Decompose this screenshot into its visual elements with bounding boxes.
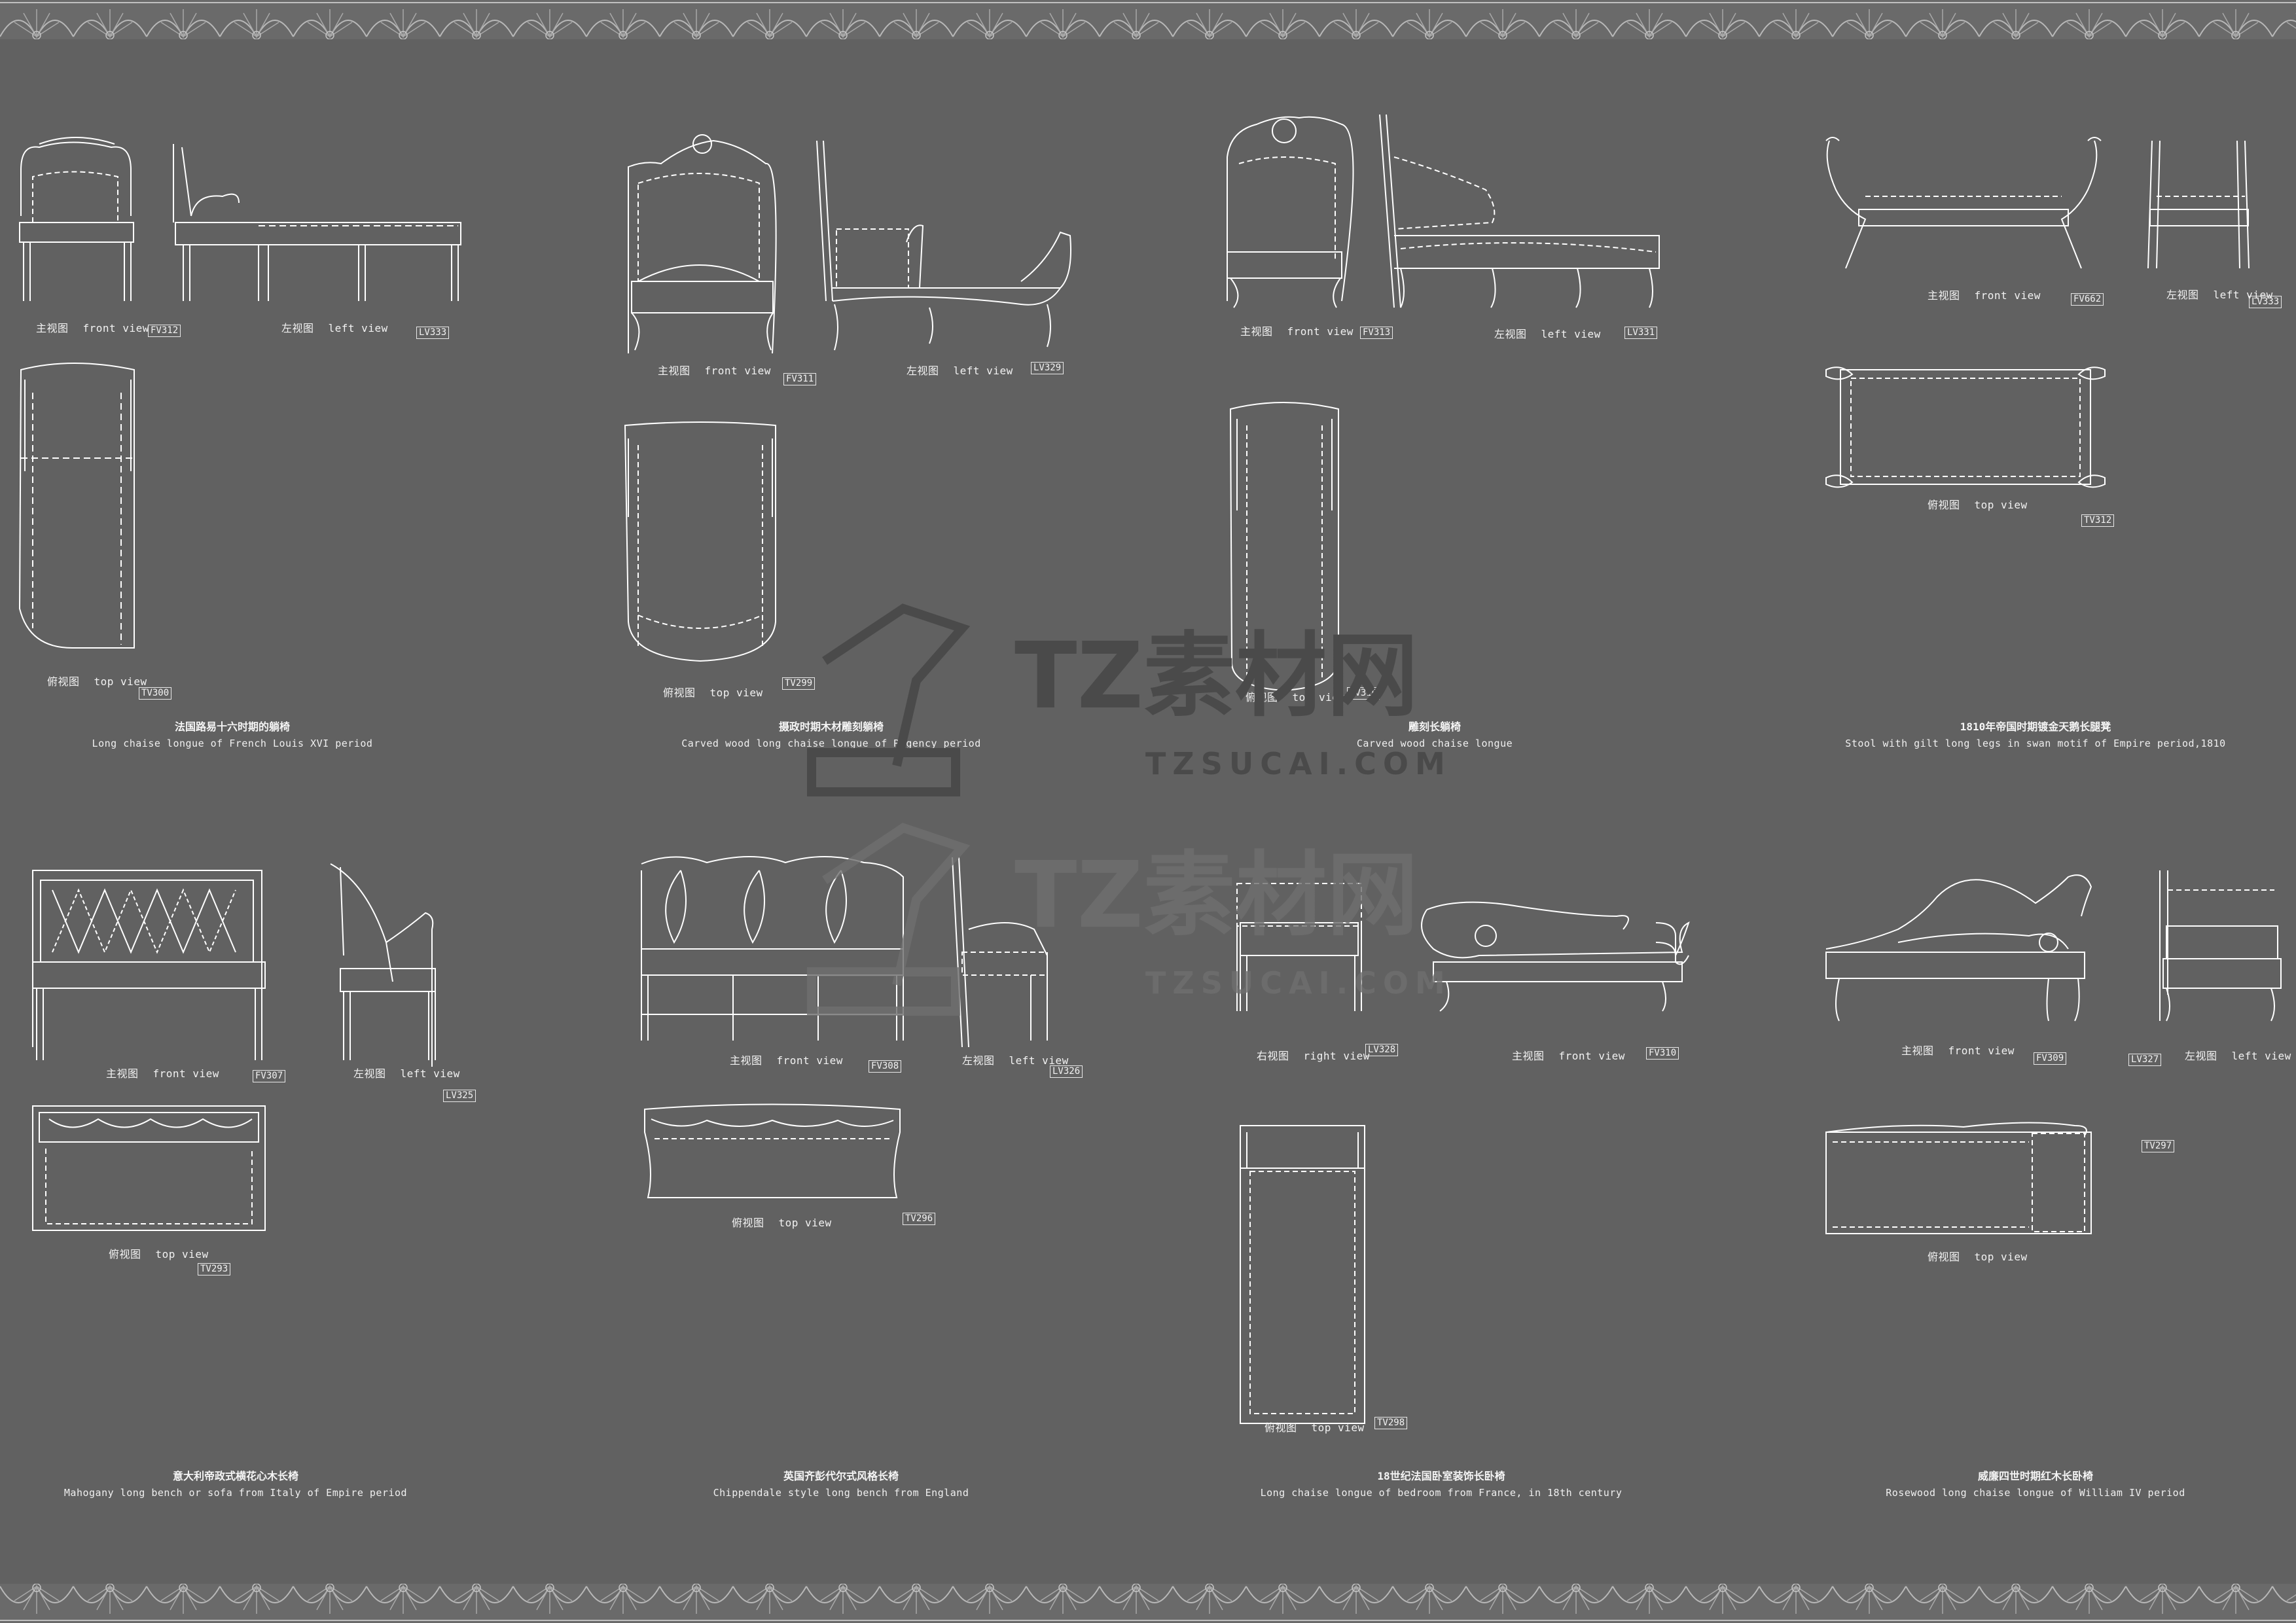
louis-xvi-top-view-drawing [18, 363, 135, 649]
regency-top-view-drawing [624, 421, 776, 662]
drawing-code: FV310 [1646, 1047, 1679, 1060]
carved-chaise-top-view-drawing [1229, 402, 1339, 692]
watermark-logo-icon [807, 823, 971, 1016]
chippendale-top-view-drawing [644, 1103, 901, 1198]
drawing-code: TV299 [782, 677, 816, 690]
watermark-upper: TZ素材网 TZSUCAI.COM [805, 582, 1445, 808]
drawing-code: FV313 [1360, 327, 1393, 339]
regency-front-view-drawing [628, 134, 777, 354]
drawing-code: LV325 [443, 1090, 476, 1102]
drawing-code: LV327 [2128, 1054, 2162, 1066]
swan-stool-top-view-drawing [1825, 366, 2106, 488]
bottom-ornament-border [0, 1584, 2296, 1623]
top-ornament-border [0, 0, 2296, 39]
italian-bench-left-view-drawing [330, 863, 436, 1067]
drawing-code: TV300 [139, 687, 172, 700]
drawing-code: LV328 [1365, 1044, 1399, 1056]
drawing-code: FV312 [148, 325, 181, 337]
french-chaise-right-view-drawing [1236, 883, 1362, 1011]
drawing-code: TV298 [1374, 1417, 1408, 1429]
regency-left-view-drawing [816, 140, 1071, 351]
william-iv-left-view-drawing [2159, 870, 2282, 1022]
louis-xvi-left-view-drawing [173, 144, 461, 301]
watermark-lower: TZ素材网 TZSUCAI.COM [805, 802, 1445, 1027]
italian-bench-top-view-drawing [32, 1105, 266, 1231]
drawing-code: LV331 [1624, 327, 1658, 339]
drawing-code: LV326 [1050, 1065, 1083, 1078]
swan-stool-front-view-drawing [1825, 137, 2102, 269]
drawing-code: FV311 [783, 373, 817, 385]
watermark-logo-icon [807, 603, 971, 796]
drawing-code: TV310 [1347, 687, 1380, 700]
drawing-code: FV308 [869, 1060, 902, 1073]
french-chaise-top-view-drawing [1240, 1125, 1365, 1424]
drawing-code: LV329 [1031, 362, 1064, 374]
drawing-code: FV662 [2071, 293, 2104, 306]
drawing-code: TV297 [2142, 1140, 2175, 1152]
drawing-code: FV307 [253, 1070, 286, 1082]
carved-chaise-left-view-drawing [1379, 114, 1660, 308]
drawing-code: TV293 [198, 1263, 231, 1275]
drawing-code: LV333 [2249, 296, 2282, 308]
drawing-code: FV309 [2034, 1052, 2067, 1065]
french-chaise-front-view-drawing [1421, 901, 1690, 1012]
william-iv-front-view-drawing [1825, 874, 2092, 1022]
william-iv-top-view-drawing [1825, 1122, 2092, 1234]
chippendale-left-view-drawing [952, 857, 1048, 1048]
italian-bench-front-view-drawing [32, 870, 266, 1060]
drawing-code: TV296 [903, 1213, 936, 1225]
drawing-code: LV333 [416, 327, 450, 339]
louis-xvi-front-view-drawing [19, 137, 134, 301]
swan-stool-left-view-drawing [2147, 140, 2250, 269]
carved-chaise-front-view-drawing [1227, 116, 1354, 308]
drawing-code: TV312 [2081, 514, 2115, 527]
